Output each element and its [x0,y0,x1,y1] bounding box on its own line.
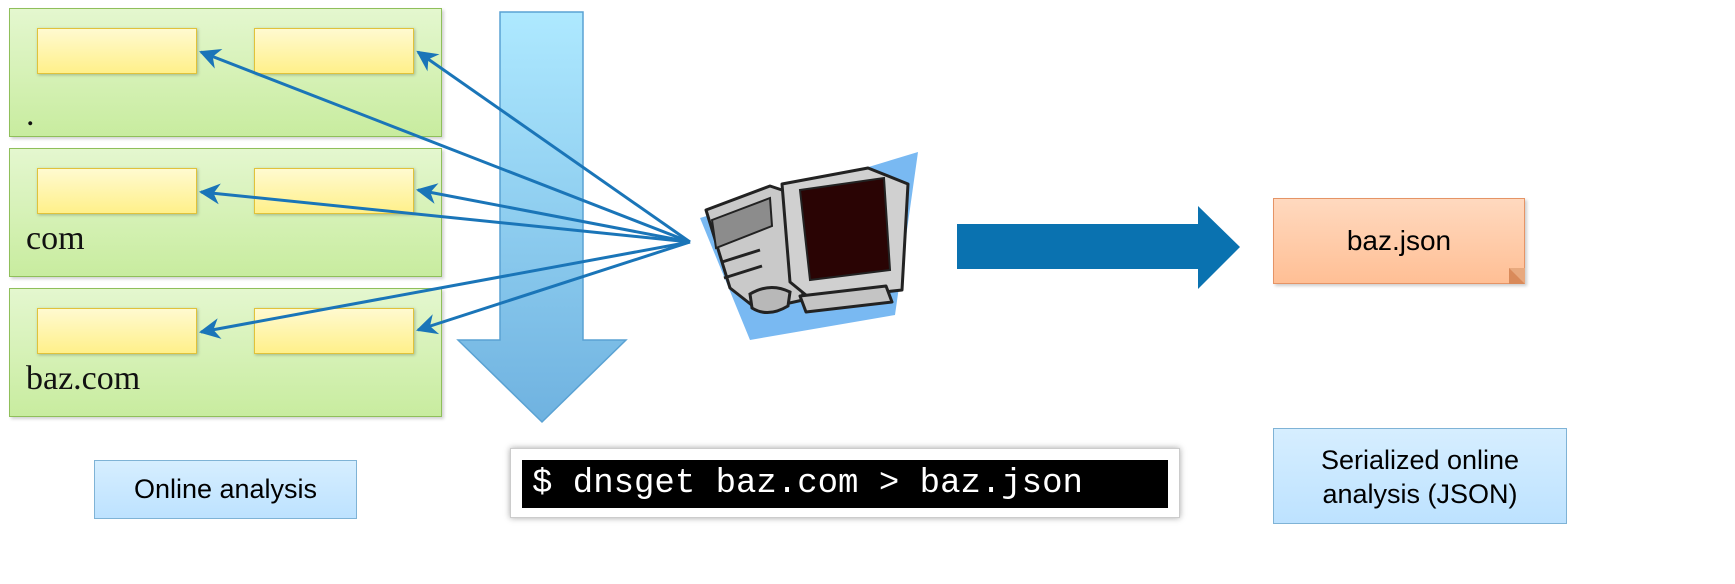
zone-label: . [26,96,35,133]
caption-online-analysis: Online analysis [94,460,357,519]
zone-com: com [9,148,442,277]
command-text: $ dnsget baz.com > baz.json [522,460,1168,508]
down-arrow-icon [456,11,628,424]
record-box [254,28,414,74]
caption-serialized-analysis: Serialized online analysis (JSON) [1273,428,1567,524]
zone-baz-com: baz.com [9,288,442,417]
zone-root: . [9,8,442,137]
right-arrow-icon [957,206,1240,289]
caption-serialized-line1: Serialized online [1320,445,1520,475]
record-box [37,28,197,74]
command-box: $ dnsget baz.com > baz.json [510,448,1180,518]
record-box [37,168,197,214]
computer-icon [700,152,918,340]
record-box [37,308,197,354]
zone-label: com [26,220,85,257]
zone-label: baz.com [26,360,141,397]
output-file: baz.json [1273,198,1525,284]
output-file-label: baz.json [1346,225,1452,256]
query-lines [198,49,691,339]
caption-online-label: Online analysis [133,474,318,504]
caption-serialized-line2: analysis (JSON) [1322,479,1518,509]
page-fold-icon [1509,268,1525,284]
